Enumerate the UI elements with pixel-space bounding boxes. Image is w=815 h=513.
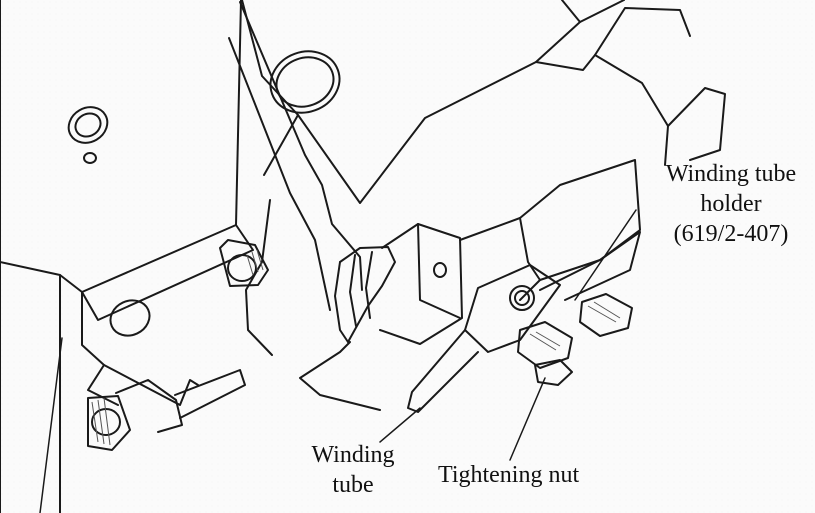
nut-washer-1	[534, 359, 573, 386]
wire-lead	[299, 341, 381, 411]
winding-tube-pointer-line	[379, 407, 421, 443]
upper-right-side	[667, 87, 726, 161]
winding-tube-label-line-2: tube	[332, 472, 374, 498]
holder-clamp-hole	[509, 285, 535, 311]
holder-label-line-1: Winding tube	[665, 161, 797, 187]
tube-block-hole	[433, 262, 447, 278]
screw-nut-lower	[115, 379, 183, 433]
central-plate-lower	[245, 199, 273, 356]
screw-head-middle	[219, 239, 269, 287]
housing-hole-lower	[109, 299, 151, 337]
tightening-nut-1	[517, 321, 573, 369]
winding-tube-holder-label: Winding tube holder (619/2-407)	[646, 159, 815, 249]
upper-right-edge	[579, 0, 625, 23]
winding-tube-ring-2	[349, 254, 357, 327]
winding-tube-pipe	[407, 329, 479, 413]
left-housing-edge	[81, 224, 254, 321]
winding-tube-ring-1	[334, 261, 349, 343]
left-housing-plate	[0, 0, 242, 293]
winding-tube-label: Winding tube	[292, 440, 414, 500]
screw-knurl-middle	[246, 249, 264, 276]
holder-bracket	[459, 159, 641, 301]
nut-hatching-2	[587, 301, 621, 323]
holder-pointer-line	[574, 209, 637, 301]
winding-tube-label-line-1: Winding	[311, 442, 395, 468]
screw-knurl-lower	[91, 397, 111, 446]
upper-block	[241, 0, 581, 204]
central-plate-edge	[239, 1, 363, 291]
upper-right-block	[535, 54, 669, 166]
tightening-nut-label: Tightening nut	[438, 462, 580, 488]
winding-tube-ring-3	[365, 251, 373, 319]
lower-left-bracket-foot	[87, 364, 119, 406]
screw-shaft-lower	[174, 369, 246, 419]
tightening-nut-2	[579, 293, 633, 337]
screw-socket-lower	[91, 408, 121, 436]
tightening-nut-pointer-line	[509, 377, 546, 461]
screw-head-upper	[67, 106, 109, 144]
housing-hole-upper-inner	[275, 56, 335, 108]
small-hole	[83, 152, 97, 164]
frame-pointer-line	[39, 337, 63, 513]
screw-socket-middle	[227, 254, 257, 282]
screw-socket-upper	[74, 112, 102, 138]
holder-clamp-hole-inner	[514, 290, 530, 306]
screw-head-lower	[87, 395, 131, 451]
nut-hatching	[529, 331, 561, 351]
holder-plate	[539, 231, 641, 301]
tube-block-edge	[417, 223, 461, 319]
housing-hole-upper	[269, 50, 341, 114]
holder-label-line-2: holder	[700, 191, 762, 217]
central-plate-inner	[228, 37, 331, 311]
tube-block	[379, 223, 463, 345]
upper-right-top	[594, 7, 691, 56]
holder-bracket-fold	[519, 217, 541, 281]
holder-label-line-3: (619/2-407)	[673, 221, 789, 247]
lower-left-bracket	[81, 291, 199, 406]
